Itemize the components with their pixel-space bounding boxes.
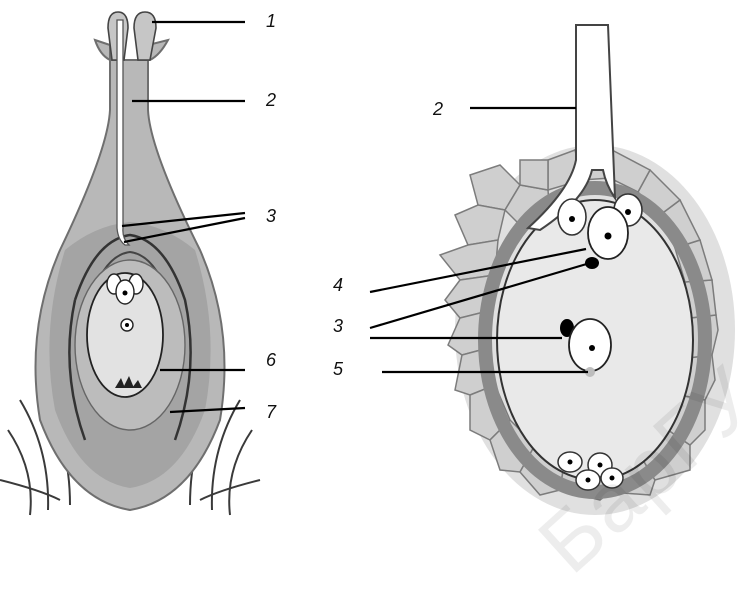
label-2-left: 2 <box>266 91 276 109</box>
label-6: 6 <box>266 351 276 369</box>
label-1: 1 <box>266 12 276 30</box>
label-3-right: 3 <box>333 317 343 335</box>
label-4: 4 <box>333 276 343 294</box>
central-cell <box>569 319 611 371</box>
stigma <box>108 12 156 60</box>
label-2-right: 2 <box>433 100 443 118</box>
label-7: 7 <box>266 403 276 421</box>
label-3-left: 3 <box>266 207 276 225</box>
left-figure-pistil <box>0 12 260 515</box>
label-5: 5 <box>333 360 343 378</box>
diagram-canvas: 1 2 3 6 7 2 4 3 5 БарГУ <box>0 0 741 523</box>
